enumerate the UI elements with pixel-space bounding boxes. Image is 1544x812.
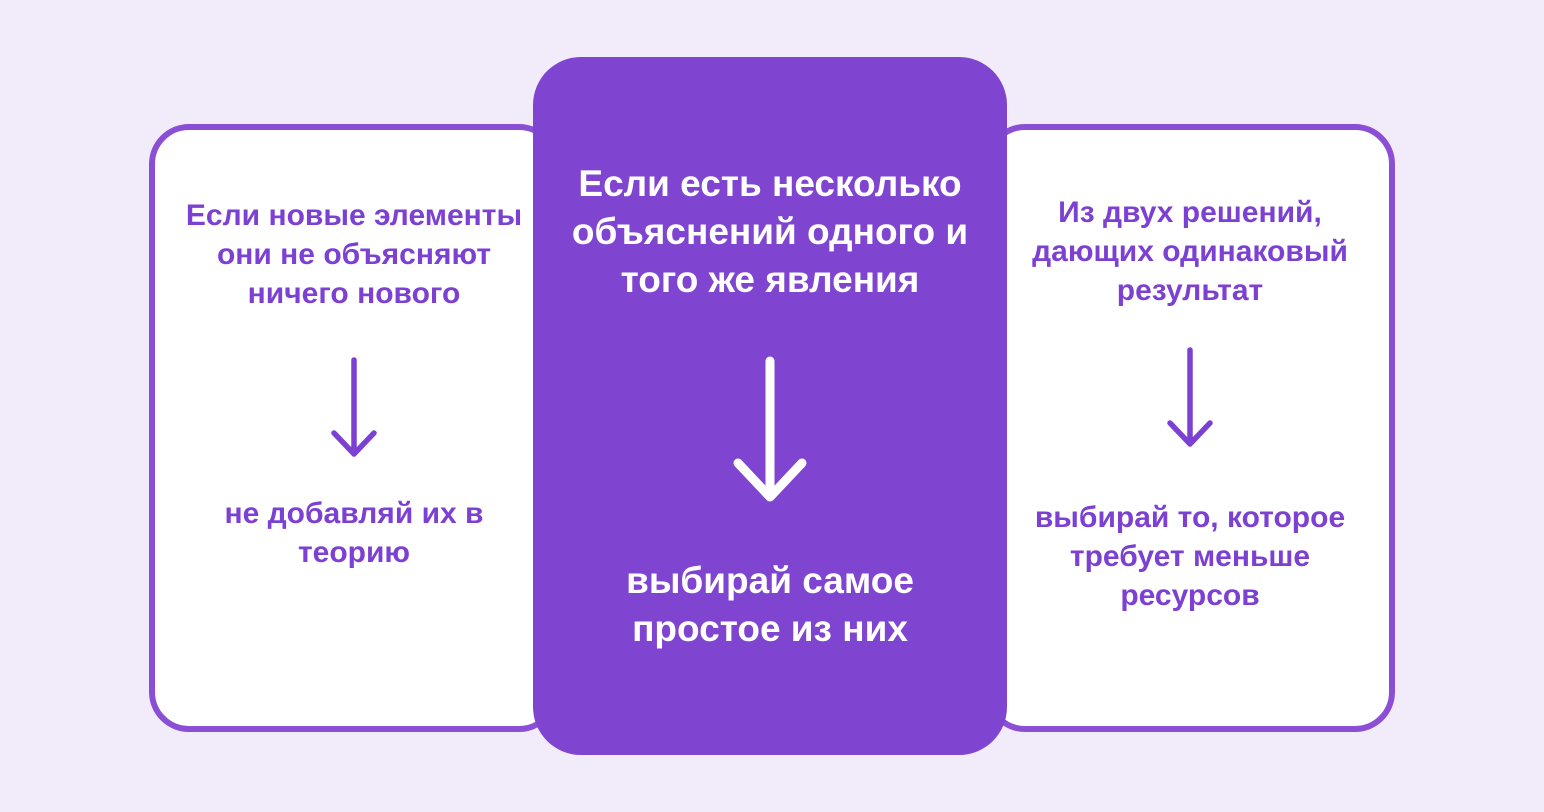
condition-line: результат — [1116, 274, 1264, 307]
card-center-conclusion-text: выбирай самое простое из них — [533, 557, 1007, 653]
conclusion-line: теорию — [297, 536, 411, 569]
condition-line: Из двух решений, — [1058, 196, 1322, 229]
down-arrow-icon — [991, 347, 1389, 449]
conclusion-line: требует меньше — [1069, 540, 1311, 573]
down-arrow-icon — [533, 356, 1007, 504]
condition-line: они не объясняют — [216, 238, 492, 271]
condition-line: объяснений одного и — [571, 211, 969, 252]
condition-line: Если новые элементы — [185, 199, 523, 232]
card-left-condition-text: Если новые элементы они не объясняют нич… — [155, 196, 553, 313]
card-left: Если новые элементы они не объясняют нич… — [149, 124, 559, 732]
condition-line: Если есть несколько — [578, 163, 962, 204]
conclusion-line: ресурсов — [1120, 579, 1260, 612]
card-right: Из двух решений, дающих одинаковый резул… — [985, 124, 1395, 732]
card-center: Если есть несколько объяснений одного и … — [533, 57, 1007, 755]
card-left-conclusion-text: не добавляй их в теорию — [155, 494, 553, 572]
conclusion-line: не добавляй их в — [224, 497, 484, 530]
conclusion-line: простое из них — [632, 608, 908, 649]
condition-line: того же явления — [620, 259, 920, 300]
card-right-condition-text: Из двух решений, дающих одинаковый резул… — [991, 193, 1389, 310]
condition-line: ничего нового — [247, 277, 461, 310]
condition-line: дающих одинаковый — [1032, 235, 1348, 268]
conclusion-line: выбирай самое — [626, 560, 914, 601]
down-arrow-icon — [155, 357, 553, 459]
card-right-conclusion-text: выбирай то, которое требует меньше ресур… — [991, 498, 1389, 615]
card-center-condition-text: Если есть несколько объяснений одного и … — [533, 160, 1007, 304]
conclusion-line: выбирай то, которое — [1034, 501, 1346, 534]
